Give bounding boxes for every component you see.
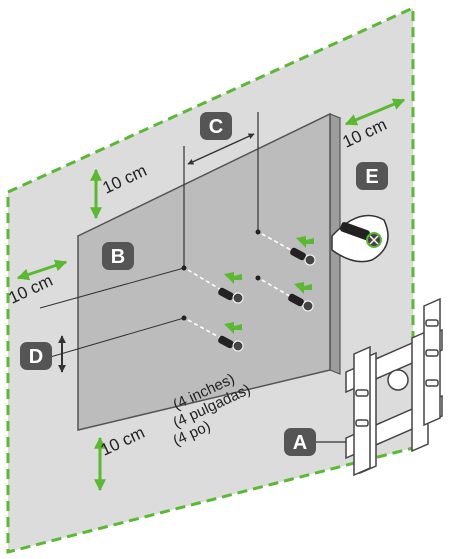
c-dimension-arrow [187, 133, 255, 165]
tv-panel [76, 112, 342, 431]
screw [218, 287, 244, 304]
badge-e: E [356, 162, 388, 190]
badge-c: C [200, 112, 232, 140]
right-distance-arrow [344, 98, 406, 126]
mount-hole [181, 265, 187, 271]
svg-text:B: B [111, 246, 125, 268]
svg-text:E: E [365, 166, 378, 188]
badge-a: A [284, 428, 316, 456]
left-distance-arrow [16, 259, 68, 281]
mount-hole [255, 229, 261, 235]
mount-hole [255, 275, 261, 281]
wall-bracket [345, 297, 443, 477]
mount-hole [181, 315, 187, 321]
d-guide-top [39, 267, 185, 309]
svg-text:A: A [293, 432, 307, 454]
screw [290, 247, 316, 266]
svg-text:D: D [29, 346, 43, 368]
screw [218, 335, 244, 352]
badge-b: B [102, 242, 134, 270]
svg-text:C: C [209, 116, 223, 138]
badge-d: D [20, 342, 52, 370]
screw [288, 293, 314, 312]
screw-callout [331, 214, 389, 263]
insert-arrows [224, 236, 314, 334]
